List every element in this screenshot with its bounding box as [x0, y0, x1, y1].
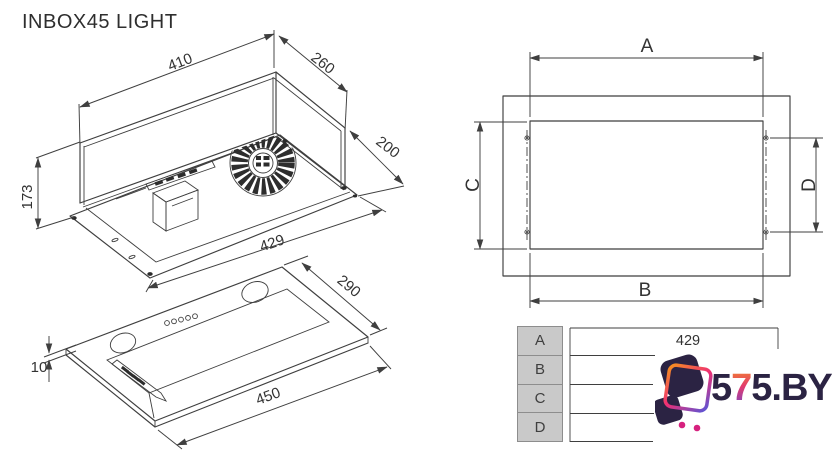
hood-top-edges-inner	[83, 77, 342, 148]
dim-label-173: 173	[19, 184, 36, 209]
panel-fold-line	[148, 392, 155, 419]
dim-label-C: C	[463, 178, 484, 192]
filter-bar	[111, 359, 168, 402]
brand-accent-char: 7	[731, 367, 751, 409]
ext-line	[357, 185, 405, 197]
flange-slot	[128, 254, 136, 260]
dim-line-450	[176, 366, 388, 446]
spec-value-a: 429	[675, 333, 701, 349]
panel-corner-edges	[65, 337, 369, 427]
ext-line	[78, 103, 81, 147]
flange-slot	[111, 237, 119, 243]
cutout-inner-rect	[529, 120, 764, 250]
page-title: INBOX45 LIGHT	[22, 11, 178, 33]
brand-text: 575.BY	[711, 367, 832, 409]
cutout-outer-rect	[502, 95, 791, 277]
panel-dimensions: 290 450 10	[31, 255, 392, 450]
dim-label-D: D	[799, 178, 820, 192]
screw-dot	[282, 139, 288, 143]
iso-view-bottom-panel: 290 450 10	[31, 255, 392, 450]
ext-line	[43, 344, 77, 358]
dim-line-260	[278, 35, 348, 93]
ext-line	[344, 89, 348, 132]
watermark-backdrop: 575.BY	[655, 349, 840, 455]
cart-wheel	[678, 421, 686, 429]
mounting-flange	[69, 134, 358, 279]
dim-label-A: A	[641, 36, 654, 57]
table-row-rules	[570, 355, 656, 442]
brand-prefix: 5	[711, 367, 732, 409]
control-buttons	[164, 313, 198, 326]
light-left	[109, 332, 137, 354]
cutout-view: A B C D	[463, 36, 823, 308]
ext-line	[35, 216, 75, 230]
ext-line	[369, 345, 392, 370]
mounting-holes	[524, 135, 769, 235]
fan-hub-detail	[256, 156, 261, 160]
ext-line	[369, 327, 388, 336]
terminal-strip	[115, 160, 216, 200]
fan-hub-detail	[263, 156, 270, 160]
ext-line	[157, 429, 183, 450]
ext-line	[283, 255, 309, 266]
fan-hub-detail	[256, 162, 261, 167]
ext-line	[359, 196, 387, 213]
dim-label-260: 260	[308, 49, 338, 78]
ext-line	[529, 52, 764, 117]
fan-hub-detail	[263, 162, 270, 167]
dim-label-B: B	[639, 280, 652, 301]
dim-line-410	[79, 33, 275, 108]
screw-dot	[341, 186, 347, 190]
junction-box	[152, 180, 199, 232]
dim-label-429: 429	[258, 231, 287, 255]
brand-suffix: 5.BY	[751, 367, 832, 409]
cart-icon	[655, 354, 713, 432]
screw-dot	[352, 194, 358, 198]
dim-line-290	[301, 262, 381, 331]
fan-hub-ring	[252, 152, 274, 174]
fan-outer-ring	[229, 135, 297, 197]
hood-top-edges	[79, 71, 346, 144]
spec-row-label-c: C	[518, 385, 562, 414]
ext-line	[35, 141, 81, 159]
panel-outline	[65, 266, 369, 422]
spec-table: A B C D	[517, 326, 563, 442]
cart-wheel	[693, 424, 701, 432]
dim-label-290: 290	[334, 272, 364, 301]
ext-line	[145, 279, 154, 293]
bottom-panel-inset	[85, 191, 351, 263]
hood-wall-bottom-rim	[79, 132, 347, 204]
spec-row-label-a: A	[518, 327, 562, 356]
dim-label-410: 410	[165, 50, 194, 75]
spec-row-label-d: D	[534, 418, 546, 436]
light-right	[241, 281, 269, 303]
dim-line-200	[349, 130, 404, 185]
spec-table-lines	[569, 327, 779, 442]
screw-dot	[147, 272, 153, 276]
iso-view-hood-body: 410 260 200 173 429	[19, 30, 405, 293]
dim-label-10: 10	[31, 359, 48, 376]
spec-row-label-b: B	[518, 356, 562, 385]
dim-label-450: 450	[254, 384, 283, 409]
watermark-logo: 575.BY	[655, 354, 833, 432]
dim-line-429	[147, 209, 383, 289]
